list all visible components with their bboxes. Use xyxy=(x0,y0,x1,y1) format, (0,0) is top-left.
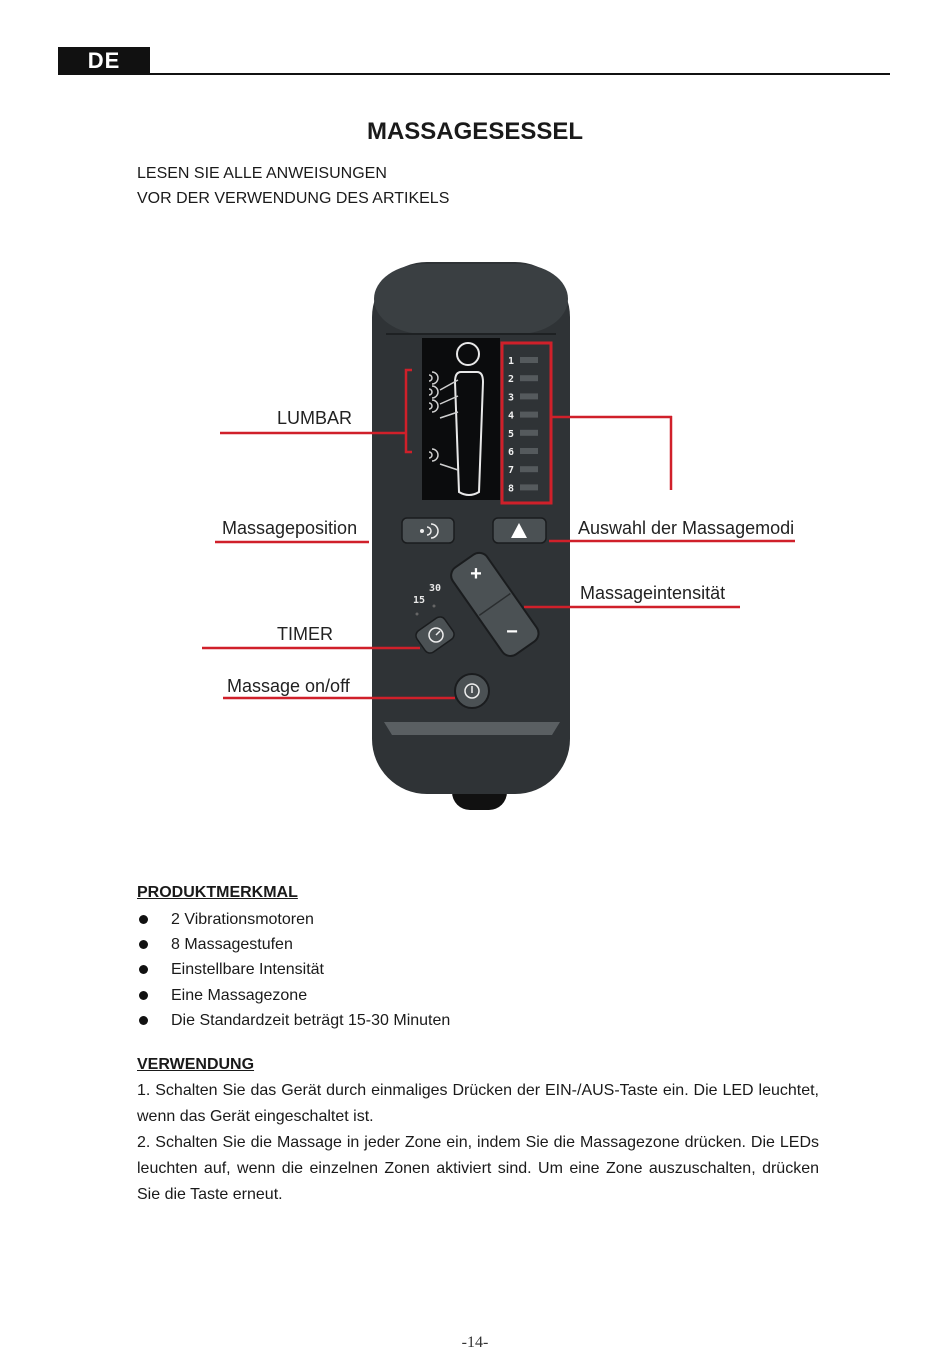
level-number-1: 1 xyxy=(508,356,514,367)
level-number-6: 6 xyxy=(508,447,514,458)
page-number: -14- xyxy=(461,1334,489,1351)
intro-line-1: LESEN SIE ALLE ANWEISUNGEN xyxy=(137,165,387,182)
level-led-6 xyxy=(520,448,538,454)
massage-position-button xyxy=(401,517,455,544)
list-item: Eine Massagezone xyxy=(137,983,450,1008)
features-heading: PRODUKTMERKMAL xyxy=(137,884,298,901)
page-title: MASSAGESESSEL xyxy=(366,118,584,145)
callout-massage-intensity: Massageintensität xyxy=(580,583,726,603)
level-number-3: 3 xyxy=(508,392,514,403)
level-number-7: 7 xyxy=(508,465,514,476)
callout-massage-position: Massageposition xyxy=(222,518,358,538)
usage-text: 1. Schalten Sie das Gerät durch einmalig… xyxy=(137,1078,819,1208)
remote-body xyxy=(372,262,570,794)
bullet-icon xyxy=(139,915,148,924)
usage-step-1: 1. Schalten Sie das Gerät durch einmalig… xyxy=(137,1082,819,1125)
body-silhouette-icon xyxy=(453,371,485,496)
list-item: Die Standardzeit beträgt 15-30 Minuten xyxy=(137,1008,450,1033)
level-led-7 xyxy=(520,466,538,473)
usage-step-2: 2. Schalten Sie die Massage in jeder Zon… xyxy=(137,1134,819,1203)
callout-massage-onoff: Massage on/off xyxy=(227,676,350,696)
timer-30-label: 30 xyxy=(429,583,441,594)
level-number-8: 8 xyxy=(508,483,514,494)
display-panel xyxy=(422,338,500,500)
level-led-3 xyxy=(520,393,538,400)
remote-cable xyxy=(452,770,507,810)
level-number-5: 5 xyxy=(508,429,514,440)
level-number-4: 4 xyxy=(508,411,514,422)
mode-select-button xyxy=(492,517,547,544)
level-number-2: 2 xyxy=(508,374,514,385)
remote-top-cap xyxy=(374,264,568,334)
features-list: 2 Vibrationsmotoren 8 Massagestufen Eins… xyxy=(137,907,450,1033)
bullet-icon xyxy=(139,965,148,975)
timer-15-label: 15 xyxy=(413,595,425,606)
level-led-1 xyxy=(520,357,538,363)
list-item: 2 Vibrationsmotoren xyxy=(137,907,450,932)
intro-text: LESEN SIE ALLE ANWEISUNGEN VOR DER VERWE… xyxy=(137,161,449,211)
level-highlight-box xyxy=(500,341,553,505)
power-icon xyxy=(464,683,480,699)
level-leds: 1 2 3 4 5 6 7 8 xyxy=(508,356,538,494)
header-rule xyxy=(150,73,890,75)
timer-button xyxy=(415,616,455,654)
level-led-8 xyxy=(520,484,538,491)
remote-bottom-bar xyxy=(384,722,560,735)
head-icon xyxy=(456,342,480,366)
usage-heading: VERWENDUNG xyxy=(137,1056,255,1073)
callout-massage-modes: Auswahl der Massagemodi xyxy=(578,518,795,538)
intro-line-2: VOR DER VERWENDUNG DES ARTIKELS xyxy=(137,190,450,207)
triangle-up-icon xyxy=(511,523,527,538)
list-item: 8 Massagestufen xyxy=(137,932,450,957)
power-button xyxy=(454,673,490,709)
timer-icon xyxy=(428,627,444,643)
level-led-4 xyxy=(520,411,538,418)
bullet-icon xyxy=(139,990,148,1000)
intensity-rocker xyxy=(450,551,540,657)
level-led-5 xyxy=(520,429,538,436)
bullet-icon xyxy=(139,1015,148,1025)
callout-lumbar: LUMBAR xyxy=(277,408,353,428)
level-led-2 xyxy=(520,375,538,382)
bullet-icon xyxy=(139,940,148,950)
plus-symbol: + xyxy=(470,563,482,585)
minus-symbol: − xyxy=(506,621,518,643)
language-tab: DE xyxy=(58,47,150,75)
callout-timer: TIMER xyxy=(277,624,333,644)
list-item: Einstellbare Intensität xyxy=(137,957,450,982)
vibration-icons xyxy=(428,371,459,471)
